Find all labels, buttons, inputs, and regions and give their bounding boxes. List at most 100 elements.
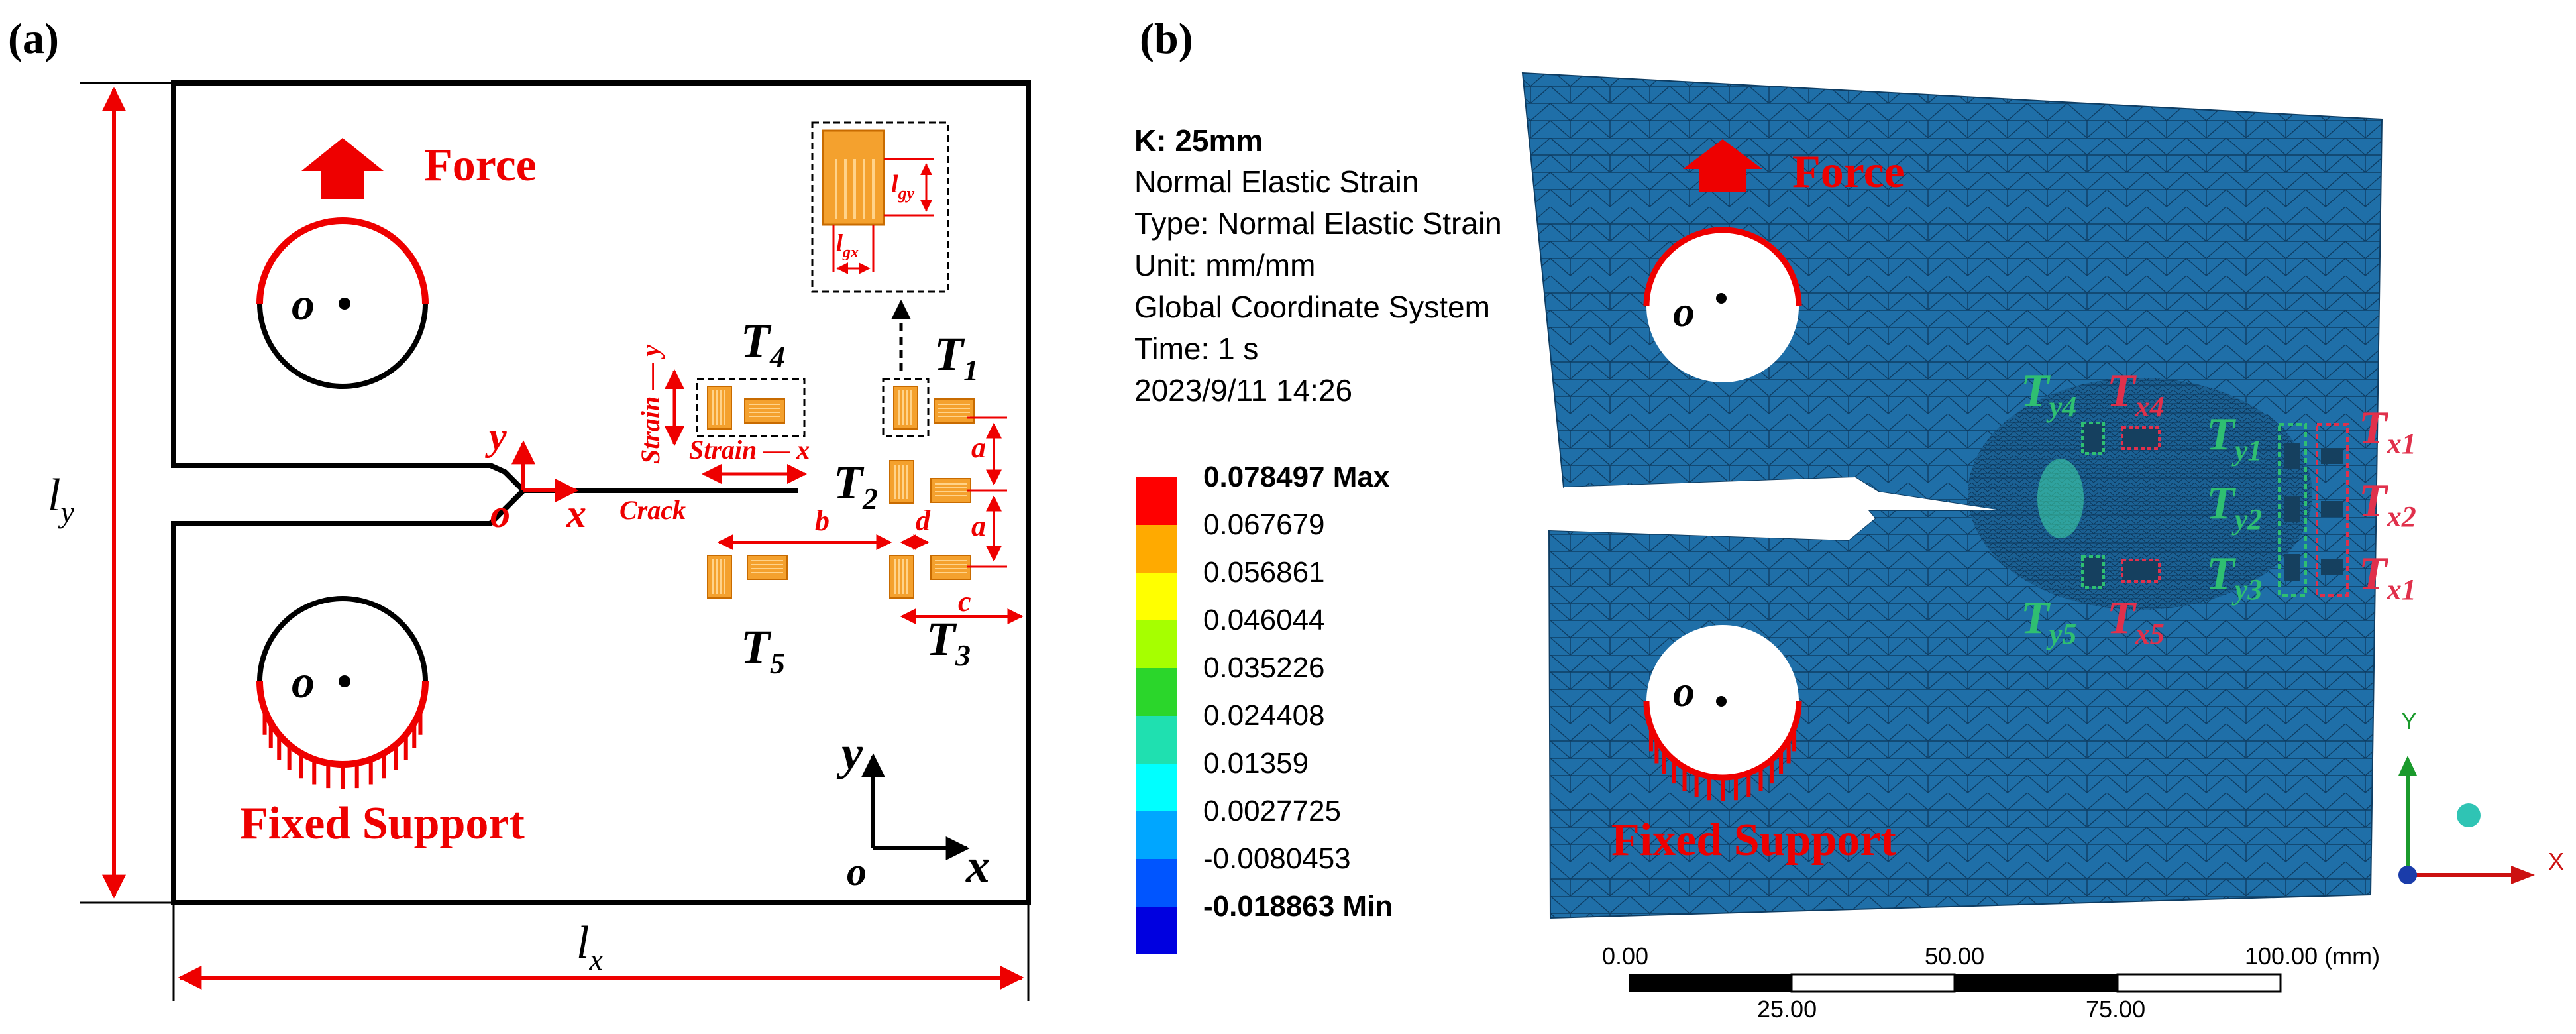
legend-swatch	[1136, 907, 1177, 954]
dimensions-abcd: a a b d c	[717, 416, 1024, 624]
svg-text:Time: 1 s: Time: 1 s	[1134, 331, 1258, 366]
svg-text:Ty2: Ty2	[2206, 478, 2262, 536]
svg-text:o: o	[847, 850, 867, 893]
svg-text:K: 25mm: K: 25mm	[1134, 123, 1263, 158]
svg-text:Unit: mm/mm: Unit: mm/mm	[1134, 248, 1315, 282]
svg-text:Tx2: Tx2	[2359, 475, 2416, 533]
svg-text:o: o	[1673, 288, 1695, 336]
fixed-support-label-a: Fixed Support	[240, 798, 525, 849]
svg-text:Tx4: Tx4	[2107, 365, 2165, 423]
svg-text:Ty4: Ty4	[2021, 365, 2076, 423]
svg-text:a: a	[971, 431, 986, 464]
svg-text:d: d	[916, 504, 931, 537]
legend-value: -0.0080453	[1203, 842, 1351, 875]
legend-value: -0.018863 Min	[1203, 890, 1393, 923]
legend-swatch	[1136, 525, 1177, 573]
legend-value: 0.056861	[1203, 556, 1325, 589]
svg-text:25.00: 25.00	[1757, 996, 1817, 1023]
panel-a-label: (a)	[8, 15, 59, 63]
fem-gauge-labels: Ty4 Tx4 Ty5 Tx5 Ty1 Ty2 Ty3 Tx1 Tx2 Tx1	[2021, 365, 2416, 650]
svg-text:50.00: 50.00	[1925, 943, 1984, 970]
legend-swatch	[1136, 716, 1177, 764]
strain-legend: 0.078497 Max 0.067679 0.056861 0.046044 0.03…	[1136, 461, 1393, 954]
svg-text:o: o	[1673, 667, 1695, 716]
legend-value: 0.078497 Max	[1203, 461, 1390, 493]
svg-text:x: x	[965, 839, 990, 892]
svg-text:ly: ly	[48, 470, 74, 529]
crack-label: Crack	[619, 495, 686, 525]
svg-text:Ty3: Ty3	[2206, 548, 2262, 606]
svg-text:lx: lx	[576, 917, 603, 976]
svg-text:o: o	[490, 492, 510, 536]
strain-arrows: Strain — y Strain — x	[635, 345, 810, 484]
svg-text:Tx1: Tx1	[2359, 402, 2416, 460]
scale-bar: 0.00 50.00 100.00 (mm) 25.00 75.00	[1602, 943, 2380, 1023]
svg-text:a: a	[971, 510, 986, 542]
fixed-support-label-b: Fixed Support	[1611, 815, 1896, 866]
axis-triad: Y X	[2398, 707, 2564, 884]
svg-text:Tx1: Tx1	[2359, 548, 2416, 606]
svg-text:100.00 (mm): 100.00 (mm)	[2245, 943, 2380, 970]
gauge-group-t1: T1	[882, 327, 979, 437]
svg-text:T1: T1	[934, 327, 979, 387]
svg-text:c: c	[958, 585, 971, 618]
gauge-group-t4: T4	[696, 314, 806, 437]
legend-value: 0.0027725	[1203, 795, 1341, 827]
gauge-detail: lgy lgx	[811, 121, 949, 371]
legend-value: 0.046044	[1203, 604, 1325, 636]
svg-text:Strain — x: Strain — x	[689, 435, 810, 465]
force-label-b: Force	[1792, 146, 1905, 198]
fixed-support-hatch-b	[1648, 727, 1797, 801]
svg-text:x: x	[566, 492, 586, 536]
dimension-ly: ly	[48, 82, 174, 904]
dimension-lx: lx	[172, 903, 1030, 1001]
lower-hole-a: o	[256, 596, 429, 768]
svg-text:T5: T5	[741, 620, 785, 680]
svg-text:y: y	[485, 414, 507, 458]
svg-text:o: o	[292, 657, 315, 708]
upper-hole-b: o	[1643, 227, 1802, 382]
svg-text:lgx: lgx	[836, 229, 859, 261]
gauge-group-t5: T5	[707, 555, 788, 680]
fixed-support-hatch-a	[262, 709, 423, 789]
svg-text:T2: T2	[833, 456, 878, 516]
legend-value: 0.067679	[1203, 508, 1325, 541]
legend-value: 0.01359	[1203, 747, 1309, 779]
crack-axes: y x o	[485, 414, 586, 536]
svg-text:o: o	[292, 279, 315, 330]
svg-text:Ty1: Ty1	[2206, 409, 2262, 467]
fem-specimen	[1521, 72, 2383, 919]
legend-swatch	[1136, 859, 1177, 907]
gauge-group-t2: T2	[833, 456, 971, 516]
svg-text:2023/9/11 14:26: 2023/9/11 14:26	[1134, 373, 1352, 408]
svg-text:Normal Elastic Strain: Normal Elastic Strain	[1134, 164, 1419, 199]
svg-text:b: b	[815, 504, 830, 537]
svg-text:Y: Y	[2401, 707, 2417, 734]
force-label-a: Force	[424, 140, 537, 191]
legend-swatch	[1136, 477, 1177, 525]
svg-text:Ty5: Ty5	[2021, 593, 2076, 650]
legend-value: 0.024408	[1203, 699, 1325, 732]
svg-text:X: X	[2548, 848, 2564, 875]
legend-swatch	[1136, 620, 1177, 668]
svg-text:0.00: 0.00	[1602, 943, 1648, 970]
svg-text:lgy: lgy	[891, 170, 915, 203]
legend-value: 0.035226	[1203, 652, 1325, 684]
fem-gauges	[2081, 422, 2349, 597]
legend-swatch	[1136, 573, 1177, 620]
lower-hole-b: o	[1643, 625, 1802, 781]
svg-text:Global Coordinate System: Global Coordinate System	[1134, 290, 1490, 324]
svg-text:Strain — y: Strain — y	[635, 345, 665, 464]
legend-swatch	[1136, 668, 1177, 716]
force-arrow-b	[1683, 139, 1762, 192]
info-text-block: K: 25mm Normal Elastic Strain Type: Norm…	[1134, 123, 1502, 408]
svg-text:75.00: 75.00	[2086, 996, 2145, 1023]
legend-swatch	[1136, 811, 1177, 859]
svg-text:Tx5: Tx5	[2107, 593, 2165, 650]
svg-text:Type: Normal Elastic Strain: Type: Normal Elastic Strain	[1134, 206, 1502, 241]
force-arrow-a	[301, 138, 384, 199]
panel-b-label: (b)	[1140, 15, 1193, 63]
upper-hole-a: o	[256, 217, 429, 389]
legend-swatch	[1136, 764, 1177, 811]
svg-text:T4: T4	[741, 314, 785, 374]
